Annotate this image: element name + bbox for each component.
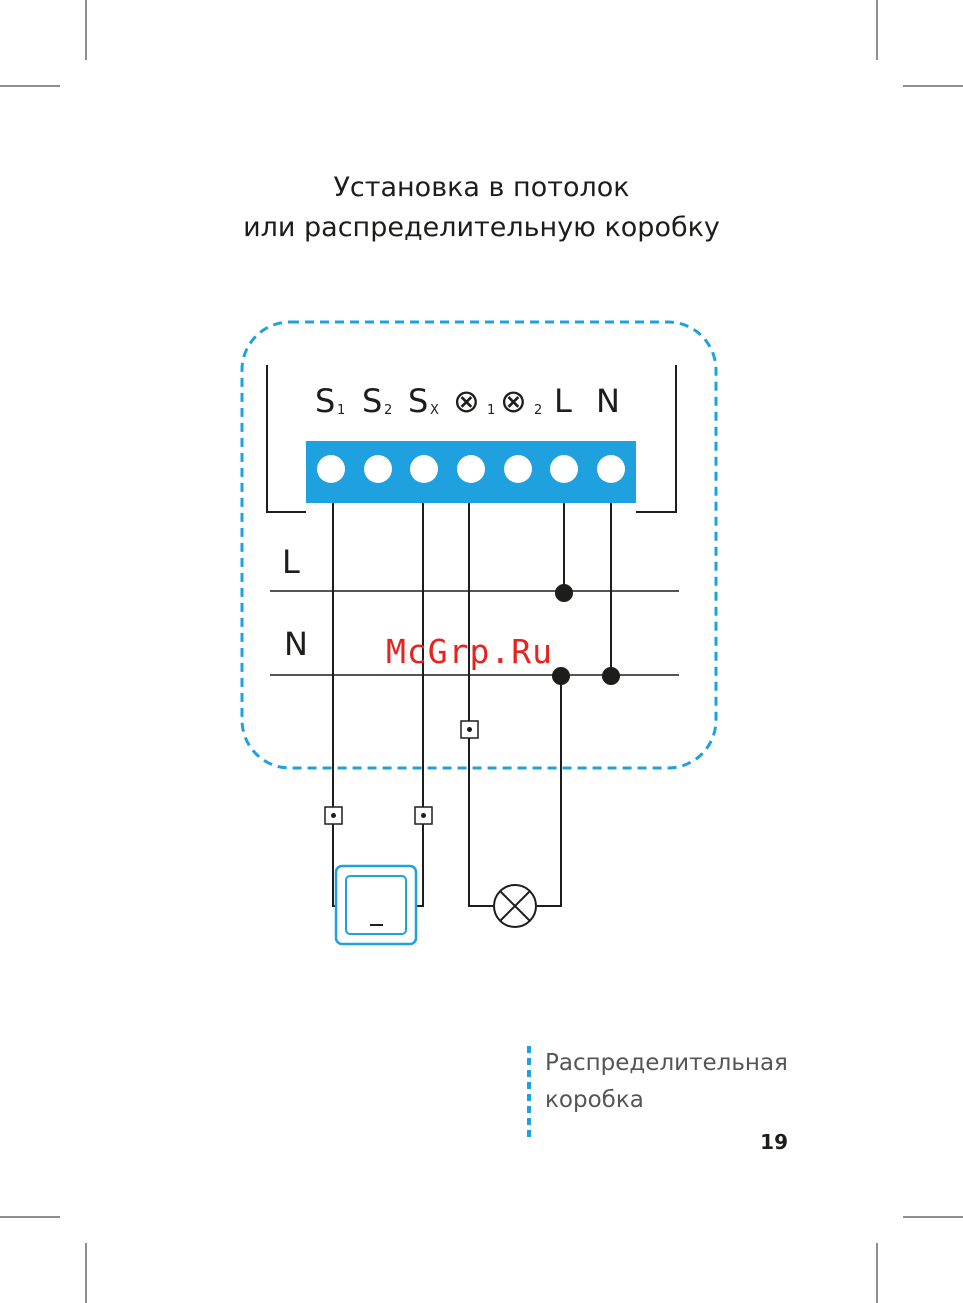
terminal-label-s1-sub: 1 — [337, 403, 345, 418]
terminal-screw-out1 — [457, 455, 485, 483]
legend-line-1: Распределительная — [545, 1045, 788, 1082]
wire-connectors — [325, 721, 478, 824]
legend: Распределительная коробка — [545, 1045, 788, 1119]
wire-connector-sx-dot — [421, 813, 426, 818]
legend-dashed-marker — [527, 1046, 531, 1140]
legend-line-2: коробка — [545, 1082, 788, 1119]
junction-dot-lamp-neutral — [552, 667, 570, 685]
terminal-label-l: L — [554, 382, 572, 420]
wire-lamp-neutral — [537, 675, 561, 906]
terminal-screw-out2 — [504, 455, 532, 483]
wire-out1 — [469, 503, 493, 906]
terminal-label-out2-sub: 2 — [534, 403, 542, 418]
terminal-label-s2-sub: 2 — [384, 403, 392, 418]
terminal-label-s2-main: S — [362, 382, 382, 420]
junction-dot-l — [555, 584, 573, 602]
wire-connector-s1-dot — [331, 813, 336, 818]
watermark: McGrp.Ru — [386, 632, 553, 671]
terminal-label-out2-main: ⊗ — [500, 382, 527, 420]
live-bus-label: L — [282, 543, 300, 581]
terminal-screw-sx — [410, 455, 438, 483]
terminal-label-out1-main: ⊗ — [453, 382, 480, 420]
terminal-labels: S 1 S 2 S X ⊗ 1 ⊗ 2 L N — [315, 382, 620, 420]
neutral-bus-label: N — [284, 625, 308, 663]
terminal-screw-l — [550, 455, 578, 483]
terminal-screw-s2 — [364, 455, 392, 483]
wire-connector-out1-dot — [467, 727, 472, 732]
lamp-icon — [494, 885, 536, 927]
wire-sx — [410, 503, 423, 906]
wires — [333, 503, 611, 906]
terminal-label-sx-sub: X — [430, 403, 439, 418]
page-number: 19 — [756, 1130, 788, 1154]
terminal-screw-n — [597, 455, 625, 483]
terminal-screw-s1 — [317, 455, 345, 483]
junction-dots — [552, 584, 620, 685]
terminal-label-n: N — [596, 382, 620, 420]
junction-dot-n — [602, 667, 620, 685]
terminal-label-out1-sub: 1 — [487, 403, 495, 418]
wire-s1 — [333, 503, 343, 906]
terminal-label-sx-main: S — [408, 382, 428, 420]
wall-switch — [336, 866, 416, 944]
terminal-label-s1-main: S — [315, 382, 335, 420]
